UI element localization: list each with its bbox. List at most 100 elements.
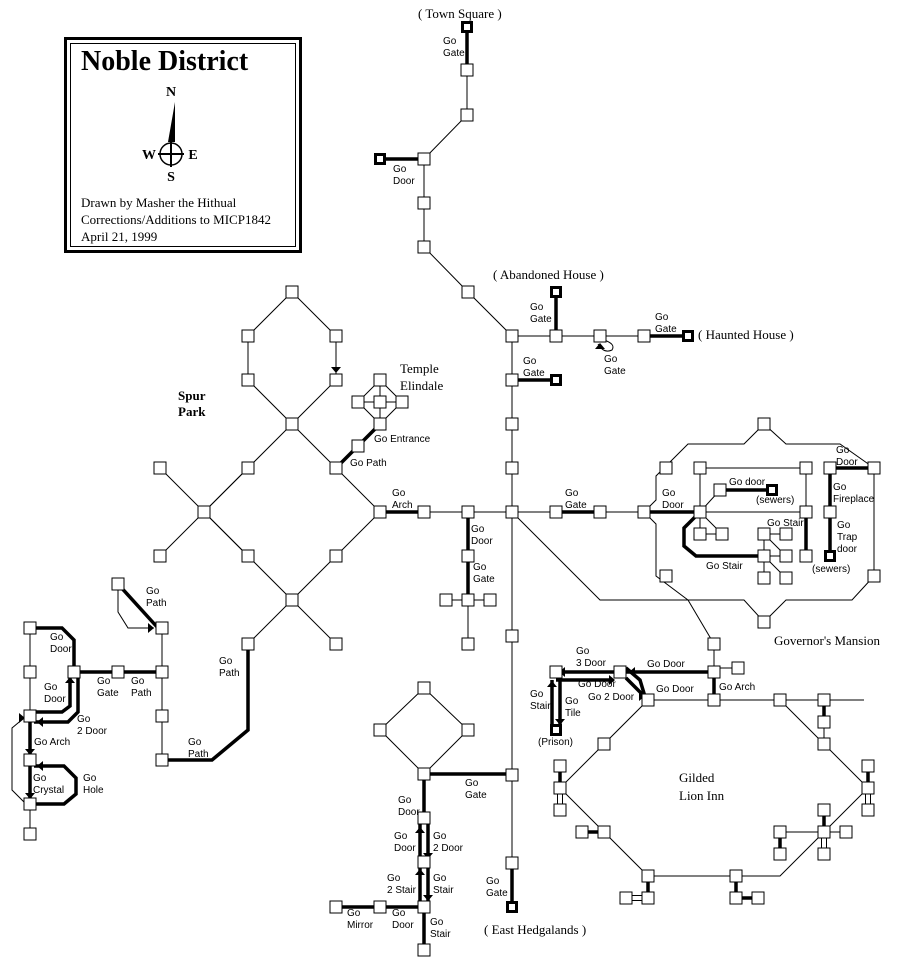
room-node[interactable] (67, 665, 81, 679)
room-node[interactable] (329, 549, 343, 563)
room-node[interactable] (417, 811, 431, 825)
room-node[interactable] (329, 637, 343, 651)
room-node[interactable] (659, 569, 673, 583)
room-node[interactable] (505, 629, 519, 643)
room-node[interactable] (549, 505, 563, 519)
room-node[interactable] (505, 329, 519, 343)
room-node[interactable] (439, 593, 453, 607)
room-node[interactable] (757, 615, 771, 629)
room-node[interactable] (461, 285, 475, 299)
room-node[interactable] (693, 527, 707, 541)
room-node[interactable] (729, 891, 743, 905)
room-node[interactable] (395, 395, 409, 409)
room-node[interactable] (707, 637, 721, 651)
room-node[interactable] (155, 709, 169, 723)
room-node[interactable] (817, 803, 831, 817)
room-node[interactable] (23, 753, 37, 767)
area-exit-node[interactable] (550, 724, 562, 736)
room-node[interactable] (553, 781, 567, 795)
room-node[interactable] (593, 505, 607, 519)
room-node[interactable] (461, 637, 475, 651)
room-node[interactable] (839, 825, 853, 839)
room-node[interactable] (23, 827, 37, 841)
room-node[interactable] (417, 943, 431, 957)
room-node[interactable] (23, 621, 37, 635)
room-node[interactable] (757, 527, 771, 541)
room-node[interactable] (659, 461, 673, 475)
room-node[interactable] (417, 855, 431, 869)
room-node[interactable] (641, 869, 655, 883)
room-node[interactable] (757, 549, 771, 563)
room-node[interactable] (329, 373, 343, 387)
room-node[interactable] (373, 373, 387, 387)
room-node[interactable] (285, 593, 299, 607)
room-node[interactable] (823, 505, 837, 519)
room-node[interactable] (460, 108, 474, 122)
room-node[interactable] (713, 483, 727, 497)
area-exit-node[interactable] (682, 330, 694, 342)
room-node[interactable] (823, 461, 837, 475)
room-node[interactable] (461, 549, 475, 563)
room-node[interactable] (417, 681, 431, 695)
room-node[interactable] (597, 825, 611, 839)
room-node[interactable] (241, 373, 255, 387)
room-node[interactable] (197, 505, 211, 519)
room-node[interactable] (593, 329, 607, 343)
room-node[interactable] (641, 891, 655, 905)
room-node[interactable] (373, 395, 387, 409)
room-node[interactable] (153, 549, 167, 563)
room-node[interactable] (460, 63, 474, 77)
room-node[interactable] (693, 505, 707, 519)
room-node[interactable] (799, 549, 813, 563)
room-node[interactable] (351, 439, 365, 453)
room-node[interactable] (505, 417, 519, 431)
room-node[interactable] (817, 715, 831, 729)
room-node[interactable] (817, 825, 831, 839)
room-node[interactable] (505, 768, 519, 782)
room-node[interactable] (773, 847, 787, 861)
room-node[interactable] (111, 665, 125, 679)
room-node[interactable] (417, 900, 431, 914)
room-node[interactable] (707, 665, 721, 679)
room-node[interactable] (155, 665, 169, 679)
room-node[interactable] (505, 373, 519, 387)
room-node[interactable] (155, 753, 169, 767)
room-node[interactable] (241, 329, 255, 343)
area-exit-node[interactable] (374, 153, 386, 165)
room-node[interactable] (867, 461, 881, 475)
room-node[interactable] (549, 665, 563, 679)
room-node[interactable] (417, 240, 431, 254)
room-node[interactable] (861, 759, 875, 773)
room-node[interactable] (779, 549, 793, 563)
room-node[interactable] (707, 693, 721, 707)
room-node[interactable] (23, 709, 37, 723)
room-node[interactable] (637, 505, 651, 519)
room-node[interactable] (817, 693, 831, 707)
area-exit-node[interactable] (550, 286, 562, 298)
area-exit-node[interactable] (461, 21, 473, 33)
room-node[interactable] (575, 825, 589, 839)
room-node[interactable] (505, 505, 519, 519)
room-node[interactable] (637, 329, 651, 343)
room-node[interactable] (619, 891, 633, 905)
area-exit-node[interactable] (766, 484, 778, 496)
room-node[interactable] (373, 900, 387, 914)
room-node[interactable] (417, 505, 431, 519)
area-exit-node[interactable] (506, 901, 518, 913)
room-node[interactable] (505, 856, 519, 870)
room-node[interactable] (861, 781, 875, 795)
room-node[interactable] (285, 417, 299, 431)
room-node[interactable] (757, 571, 771, 585)
room-node[interactable] (799, 461, 813, 475)
room-node[interactable] (483, 593, 497, 607)
room-node[interactable] (23, 797, 37, 811)
room-node[interactable] (155, 621, 169, 635)
room-node[interactable] (505, 461, 519, 475)
room-node[interactable] (461, 593, 475, 607)
area-exit-node[interactable] (824, 550, 836, 562)
room-node[interactable] (373, 723, 387, 737)
room-node[interactable] (111, 577, 125, 591)
room-node[interactable] (861, 803, 875, 817)
room-node[interactable] (731, 661, 745, 675)
room-node[interactable] (613, 665, 627, 679)
